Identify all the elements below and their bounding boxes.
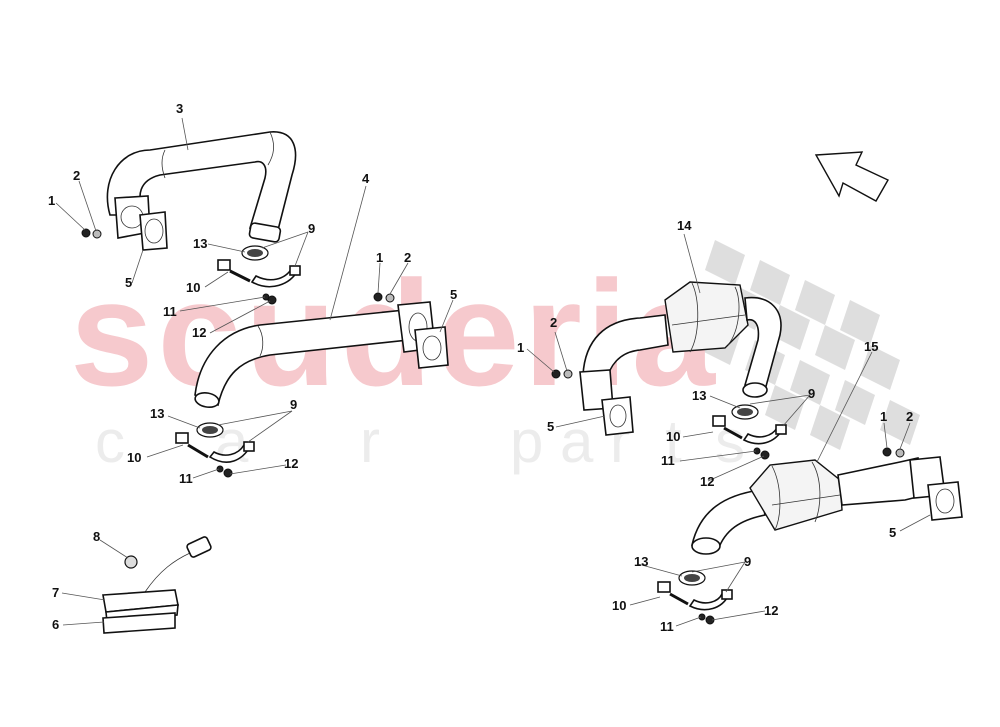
callout-2: 2 [73,168,80,183]
callout-7: 7 [52,585,59,600]
callout-4: 4 [362,171,370,186]
part-group-rear-pipe [175,292,449,478]
callout-2: 2 [550,315,557,330]
callout-15: 15 [864,339,878,354]
part-group-front-pipe [81,131,301,305]
callout-11: 11 [660,619,674,634]
leader-lines [55,117,931,627]
callout-11: 11 [661,453,675,468]
callout-11: 11 [179,471,193,486]
part-group-control-unit [102,536,212,634]
callout-2: 2 [404,250,411,265]
callout-8: 8 [93,529,100,544]
callout-12: 12 [764,603,778,618]
callout-10: 10 [186,280,200,295]
callout-9: 9 [290,397,297,412]
callout-9: 9 [744,554,751,569]
callout-1: 1 [48,193,55,208]
callout-13: 13 [634,554,648,569]
callout-5: 5 [547,419,554,434]
callout-12: 12 [700,474,714,489]
callout-10: 10 [612,598,626,613]
callout-10: 10 [127,450,141,465]
callout-12: 12 [192,325,206,340]
callout-11: 11 [163,304,177,319]
callout-1: 1 [376,250,383,265]
callout-14: 14 [677,218,692,233]
callout-13: 13 [692,388,706,403]
callout-6: 6 [52,617,59,632]
callout-5: 5 [125,275,132,290]
callout-5: 5 [450,287,457,302]
callout-1: 1 [517,340,524,355]
callout-labels: 3 1 2 5 13 9 10 11 12 4 1 2 5 13 9 10 11… [48,101,913,634]
callout-9: 9 [308,221,315,236]
callout-2: 2 [906,409,913,424]
callout-10: 10 [666,429,680,444]
callout-9: 9 [808,386,815,401]
callout-1: 1 [880,409,887,424]
callout-13: 13 [193,236,207,251]
part-group-catalyst-left [551,281,787,460]
callout-3: 3 [176,101,183,116]
callout-12: 12 [284,456,298,471]
part-group-catalyst-right [657,447,963,625]
direction-arrow-icon [814,151,889,202]
callout-13: 13 [150,406,164,421]
callout-5: 5 [889,525,896,540]
